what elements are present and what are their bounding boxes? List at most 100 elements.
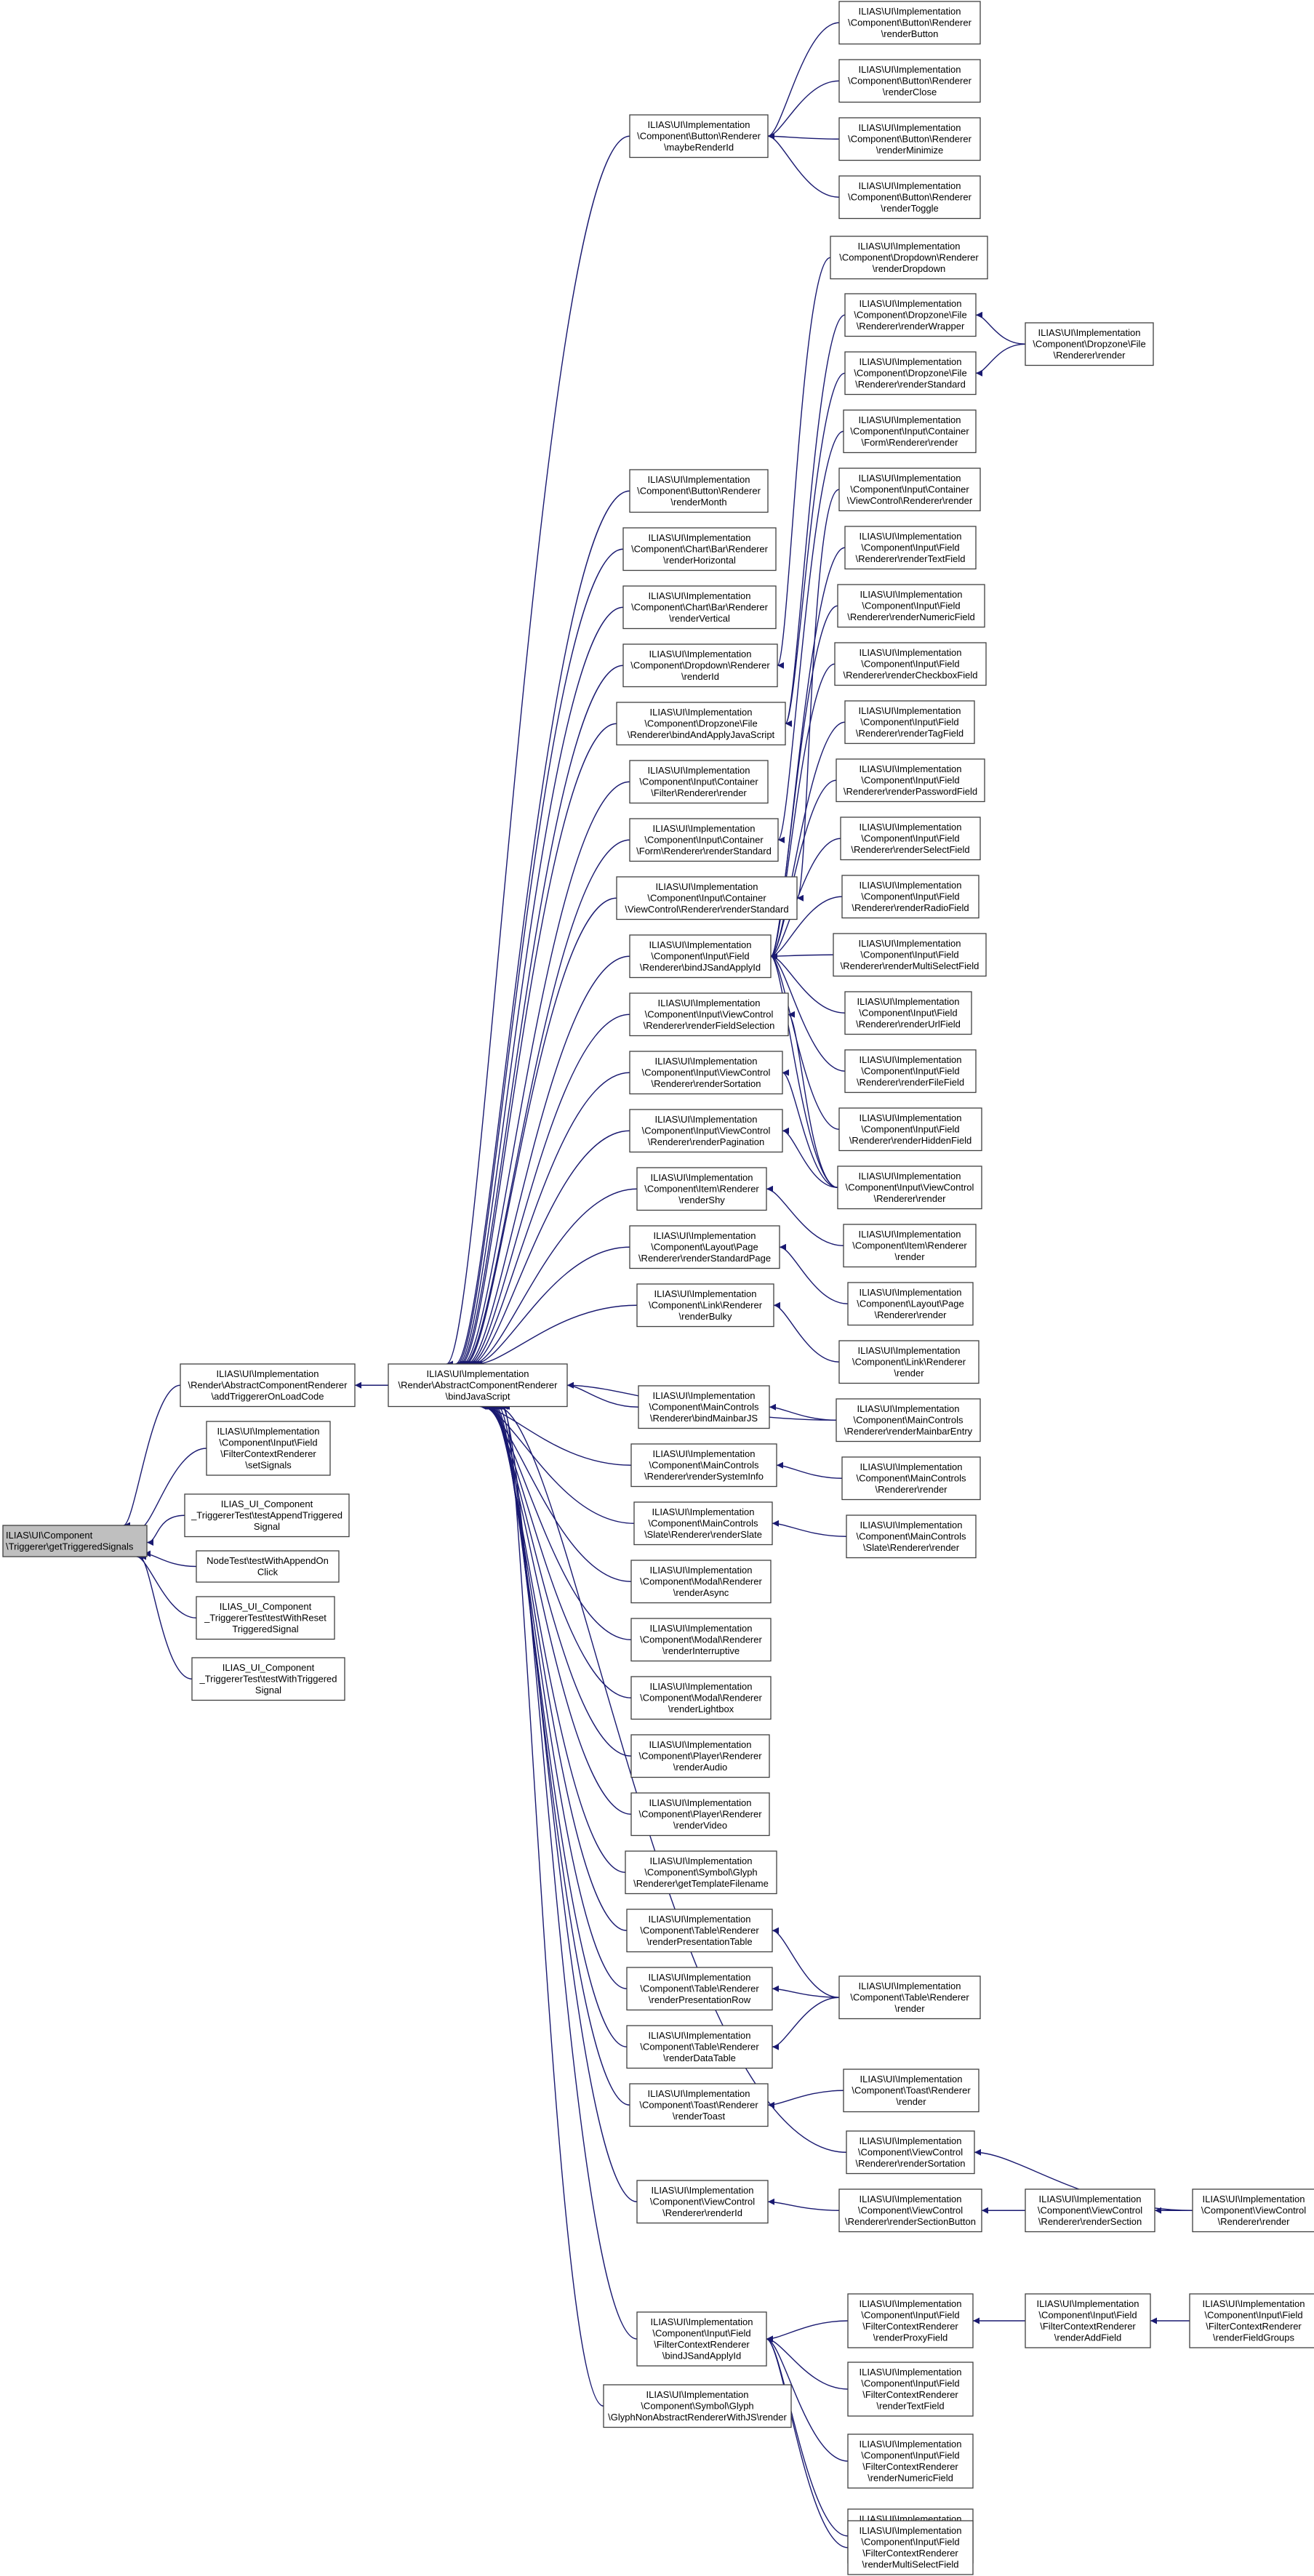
node-addTrig[interactable]: ILIAS\UI\Implementation\Render\AbstractC… — [180, 1363, 356, 1408]
node-label-line: \renderHorizontal — [663, 555, 736, 566]
node-itemShy[interactable]: ILIAS\UI\Implementation\Component\Item\R… — [636, 1167, 767, 1211]
node-fNumeric[interactable]: ILIAS\UI\Implementation\Component\Input\… — [837, 584, 985, 628]
node-glyphTpl[interactable]: ILIAS\UI\Implementation\Component\Symbol… — [625, 1850, 777, 1895]
node-renderMonth[interactable]: ILIAS\UI\Implementation\Component\Button… — [629, 469, 769, 513]
node-modalInterr[interactable]: ILIAS\UI\Implementation\Component\Modal\… — [630, 1618, 772, 1662]
node-fPassword[interactable]: ILIAS\UI\Implementation\Component\Input\… — [836, 758, 985, 803]
node-ddRenderId[interactable]: ILIAS\UI\Implementation\Component\Dropdo… — [622, 643, 778, 688]
node-mcRender[interactable]: ILIAS\UI\Implementation\Component\MainCo… — [841, 1456, 981, 1501]
node-fRadio[interactable]: ILIAS\UI\Implementation\Component\Input\… — [841, 875, 980, 919]
node-label-line: \bindJSandApplyId — [662, 2351, 741, 2362]
node-dzRender[interactable]: ILIAS\UI\Implementation\Component\Dropzo… — [1025, 322, 1154, 366]
node-label-line: ILIAS\UI\Implementation — [649, 1797, 752, 1808]
node-vcSortation[interactable]: ILIAS\UI\Implementation\Component\Input\… — [629, 1051, 783, 1095]
node-vcRender[interactable]: ILIAS\UI\Implementation\Component\ViewCo… — [1192, 2188, 1314, 2233]
node-mcSlate[interactable]: ILIAS\UI\Implementation\Component\MainCo… — [633, 1501, 773, 1546]
node-vcContRender[interactable]: ILIAS\UI\Implementation\Component\Input\… — [838, 468, 981, 512]
node-btnRenderButton[interactable]: ILIAS\UI\Implementation\Component\Button… — [838, 1, 981, 45]
node-fcBind[interactable]: ILIAS\UI\Implementation\Component\Input\… — [636, 2311, 767, 2367]
node-modalAsync[interactable]: ILIAS\UI\Implementation\Component\Modal\… — [630, 1560, 772, 1604]
node-btnRenderMin[interactable]: ILIAS\UI\Implementation\Component\Button… — [838, 117, 981, 161]
node-linkBulky[interactable]: ILIAS\UI\Implementation\Component\Link\R… — [636, 1283, 774, 1328]
node-playerAudio[interactable]: ILIAS\UI\Implementation\Component\Player… — [630, 1734, 770, 1778]
node-box — [838, 175, 981, 220]
node-fFile[interactable]: ILIAS\UI\Implementation\Component\Input\… — [844, 1049, 977, 1094]
node-pageStd[interactable]: ILIAS\UI\Implementation\Component\Layout… — [629, 1225, 780, 1269]
node-fHidden[interactable]: ILIAS\UI\Implementation\Component\Input\… — [838, 1107, 982, 1152]
node-maybeRenderId[interactable]: ILIAS\UI\Implementation\Component\Button… — [629, 114, 769, 159]
node-glyphNonAbs[interactable]: ILIAS\UI\Implementation\Component\Symbol… — [603, 2384, 792, 2428]
node-root[interactable]: ILIAS\UI\Component\Triggerer\getTriggere… — [2, 1525, 148, 1557]
node-label-line: \Component\MainControls — [856, 1473, 966, 1484]
node-testAppend[interactable]: ILIAS_UI_Component_TriggererTest\testApp… — [184, 1493, 350, 1538]
node-label-line: \Renderer\renderSystemInfo — [644, 1471, 764, 1482]
node-filterSetSignals[interactable]: ILIAS\UI\Implementation\Component\Input\… — [206, 1421, 331, 1476]
node-playerVideo[interactable]: ILIAS\UI\Implementation\Component\Player… — [630, 1792, 770, 1837]
node-formRenderStd[interactable]: ILIAS\UI\Implementation\Component\Input\… — [629, 818, 779, 862]
node-box — [833, 933, 987, 977]
node-fcNumeric[interactable]: ILIAS\UI\Implementation\Component\Input\… — [847, 2433, 974, 2489]
edge-glyphTpl-to-bindJS — [489, 1403, 626, 1873]
node-fCheckbox[interactable]: ILIAS\UI\Implementation\Component\Input\… — [834, 642, 987, 686]
node-fUrl[interactable]: ILIAS\UI\Implementation\Component\Input\… — [844, 991, 972, 1035]
node-label-line: \render — [894, 1368, 924, 1379]
node-label-line: ILIAS\UI\Implementation — [858, 241, 961, 252]
node-pageRender[interactable]: ILIAS\UI\Implementation\Component\Layout… — [847, 1282, 974, 1326]
node-fcProxy[interactable]: ILIAS\UI\Implementation\Component\Input\… — [847, 2293, 974, 2348]
node-barHorizontal[interactable]: ILIAS\UI\Implementation\Component\Chart\… — [622, 527, 777, 571]
node-toastRender[interactable]: ILIAS\UI\Implementation\Component\Toast\… — [629, 2083, 769, 2127]
node-itemRender[interactable]: ILIAS\UI\Implementation\Component\Item\R… — [843, 1224, 977, 1268]
node-tablePresTable[interactable]: ILIAS\UI\Implementation\Component\Table\… — [626, 1909, 773, 1953]
node-vcPagination[interactable]: ILIAS\UI\Implementation\Component\Input\… — [629, 1109, 783, 1153]
node-label-line: \Component\Dropzone\File — [854, 310, 966, 321]
node-vcSectionBtn[interactable]: ILIAS\UI\Implementation\Component\ViewCo… — [838, 2188, 982, 2233]
node-tablePresRow[interactable]: ILIAS\UI\Implementation\Component\Table\… — [626, 1967, 773, 2011]
edge-mcSlate-to-bindJS — [481, 1403, 635, 1524]
edge-btnRenderToggle-to-maybeRenderId — [767, 132, 840, 198]
node-box — [630, 1443, 777, 1488]
node-mcMainbarEntry[interactable]: ILIAS\UI\Implementation\Component\MainCo… — [836, 1398, 981, 1443]
node-dzWrapper[interactable]: ILIAS\UI\Implementation\Component\Dropzo… — [844, 293, 977, 337]
node-label-line: \bindJavaScript — [446, 1391, 510, 1402]
node-fcText[interactable]: ILIAS\UI\Implementation\Component\Input\… — [847, 2362, 974, 2417]
node-vcRenderSection[interactable]: ILIAS\UI\Implementation\Component\ViewCo… — [1025, 2188, 1155, 2233]
node-mcSysInfo[interactable]: ILIAS\UI\Implementation\Component\MainCo… — [630, 1443, 777, 1488]
node-bindJS[interactable]: ILIAS\UI\Implementation\Render\AbstractC… — [388, 1363, 568, 1408]
node-barVertical[interactable]: ILIAS\UI\Implementation\Component\Chart\… — [622, 585, 777, 630]
node-vcRenderStd[interactable]: ILIAS\UI\Implementation\Component\Input\… — [616, 876, 798, 920]
node-fTag[interactable]: ILIAS\UI\Implementation\Component\Input\… — [844, 700, 975, 745]
node-label-line: \renderTextField — [876, 2401, 944, 2412]
node-fieldBind[interactable]: ILIAS\UI\Implementation\Component\Input\… — [629, 934, 772, 979]
node-ddRenderDropdown[interactable]: ILIAS\UI\Implementation\Component\Dropdo… — [830, 236, 988, 280]
node-testReset[interactable]: ILIAS_UI_Component_TriggererTest\testWit… — [196, 1596, 335, 1640]
node-label-line: \Renderer\renderStandard — [855, 379, 966, 390]
node-fcAddField[interactable]: ILIAS\UI\Implementation\Component\Input\… — [1025, 2293, 1151, 2348]
node-toastRender2[interactable]: ILIAS\UI\Implementation\Component\Toast\… — [843, 2069, 980, 2113]
node-fSelect[interactable]: ILIAS\UI\Implementation\Component\Input\… — [840, 816, 981, 861]
node-label-line: Signal — [255, 1685, 281, 1696]
node-vcRenderId[interactable]: ILIAS\UI\Implementation\Component\ViewCo… — [636, 2180, 769, 2224]
node-box — [633, 1501, 773, 1546]
node-fcMulti[interactable]: ILIAS\UI\Implementation\Component\Input\… — [847, 2520, 974, 2575]
node-filterRender[interactable]: ILIAS\UI\Implementation\Component\Input\… — [629, 760, 769, 804]
node-dzBind[interactable]: ILIAS\UI\Implementation\Component\Dropzo… — [616, 702, 786, 746]
node-testWith[interactable]: ILIAS_UI_Component_TriggererTest\testWit… — [191, 1657, 345, 1701]
node-btnRenderClose[interactable]: ILIAS\UI\Implementation\Component\Button… — [838, 59, 981, 103]
node-fText[interactable]: ILIAS\UI\Implementation\Component\Input\… — [844, 526, 977, 570]
node-vcSortation2[interactable]: ILIAS\UI\Implementation\Component\ViewCo… — [846, 2130, 975, 2175]
node-vcFieldSel[interactable]: ILIAS\UI\Implementation\Component\Input\… — [629, 992, 789, 1037]
node-tableRender[interactable]: ILIAS\UI\Implementation\Component\Table\… — [838, 1975, 981, 2020]
node-btnRenderToggle[interactable]: ILIAS\UI\Implementation\Component\Button… — [838, 175, 981, 220]
node-dzStandard[interactable]: ILIAS\UI\Implementation\Component\Dropzo… — [844, 351, 977, 396]
node-linkRender[interactable]: ILIAS\UI\Implementation\Component\Link\R… — [838, 1340, 980, 1384]
node-fcFieldGroups[interactable]: ILIAS\UI\Implementation\Component\Input\… — [1189, 2293, 1314, 2348]
node-mcBind[interactable]: ILIAS\UI\Implementation\Component\MainCo… — [638, 1385, 770, 1429]
node-slateRender[interactable]: ILIAS\UI\Implementation\Component\MainCo… — [846, 1514, 977, 1559]
node-tableData[interactable]: ILIAS\UI\Implementation\Component\Table\… — [626, 2025, 773, 2069]
node-modalLightbox[interactable]: ILIAS\UI\Implementation\Component\Modal\… — [630, 1676, 772, 1720]
node-formRender[interactable]: ILIAS\UI\Implementation\Component\Input\… — [843, 409, 977, 454]
node-label-line: \renderAsync — [673, 1587, 729, 1598]
node-fMulti[interactable]: ILIAS\UI\Implementation\Component\Input\… — [833, 933, 987, 977]
node-ivcRender[interactable]: ILIAS\UI\Implementation\Component\Input\… — [837, 1165, 982, 1210]
